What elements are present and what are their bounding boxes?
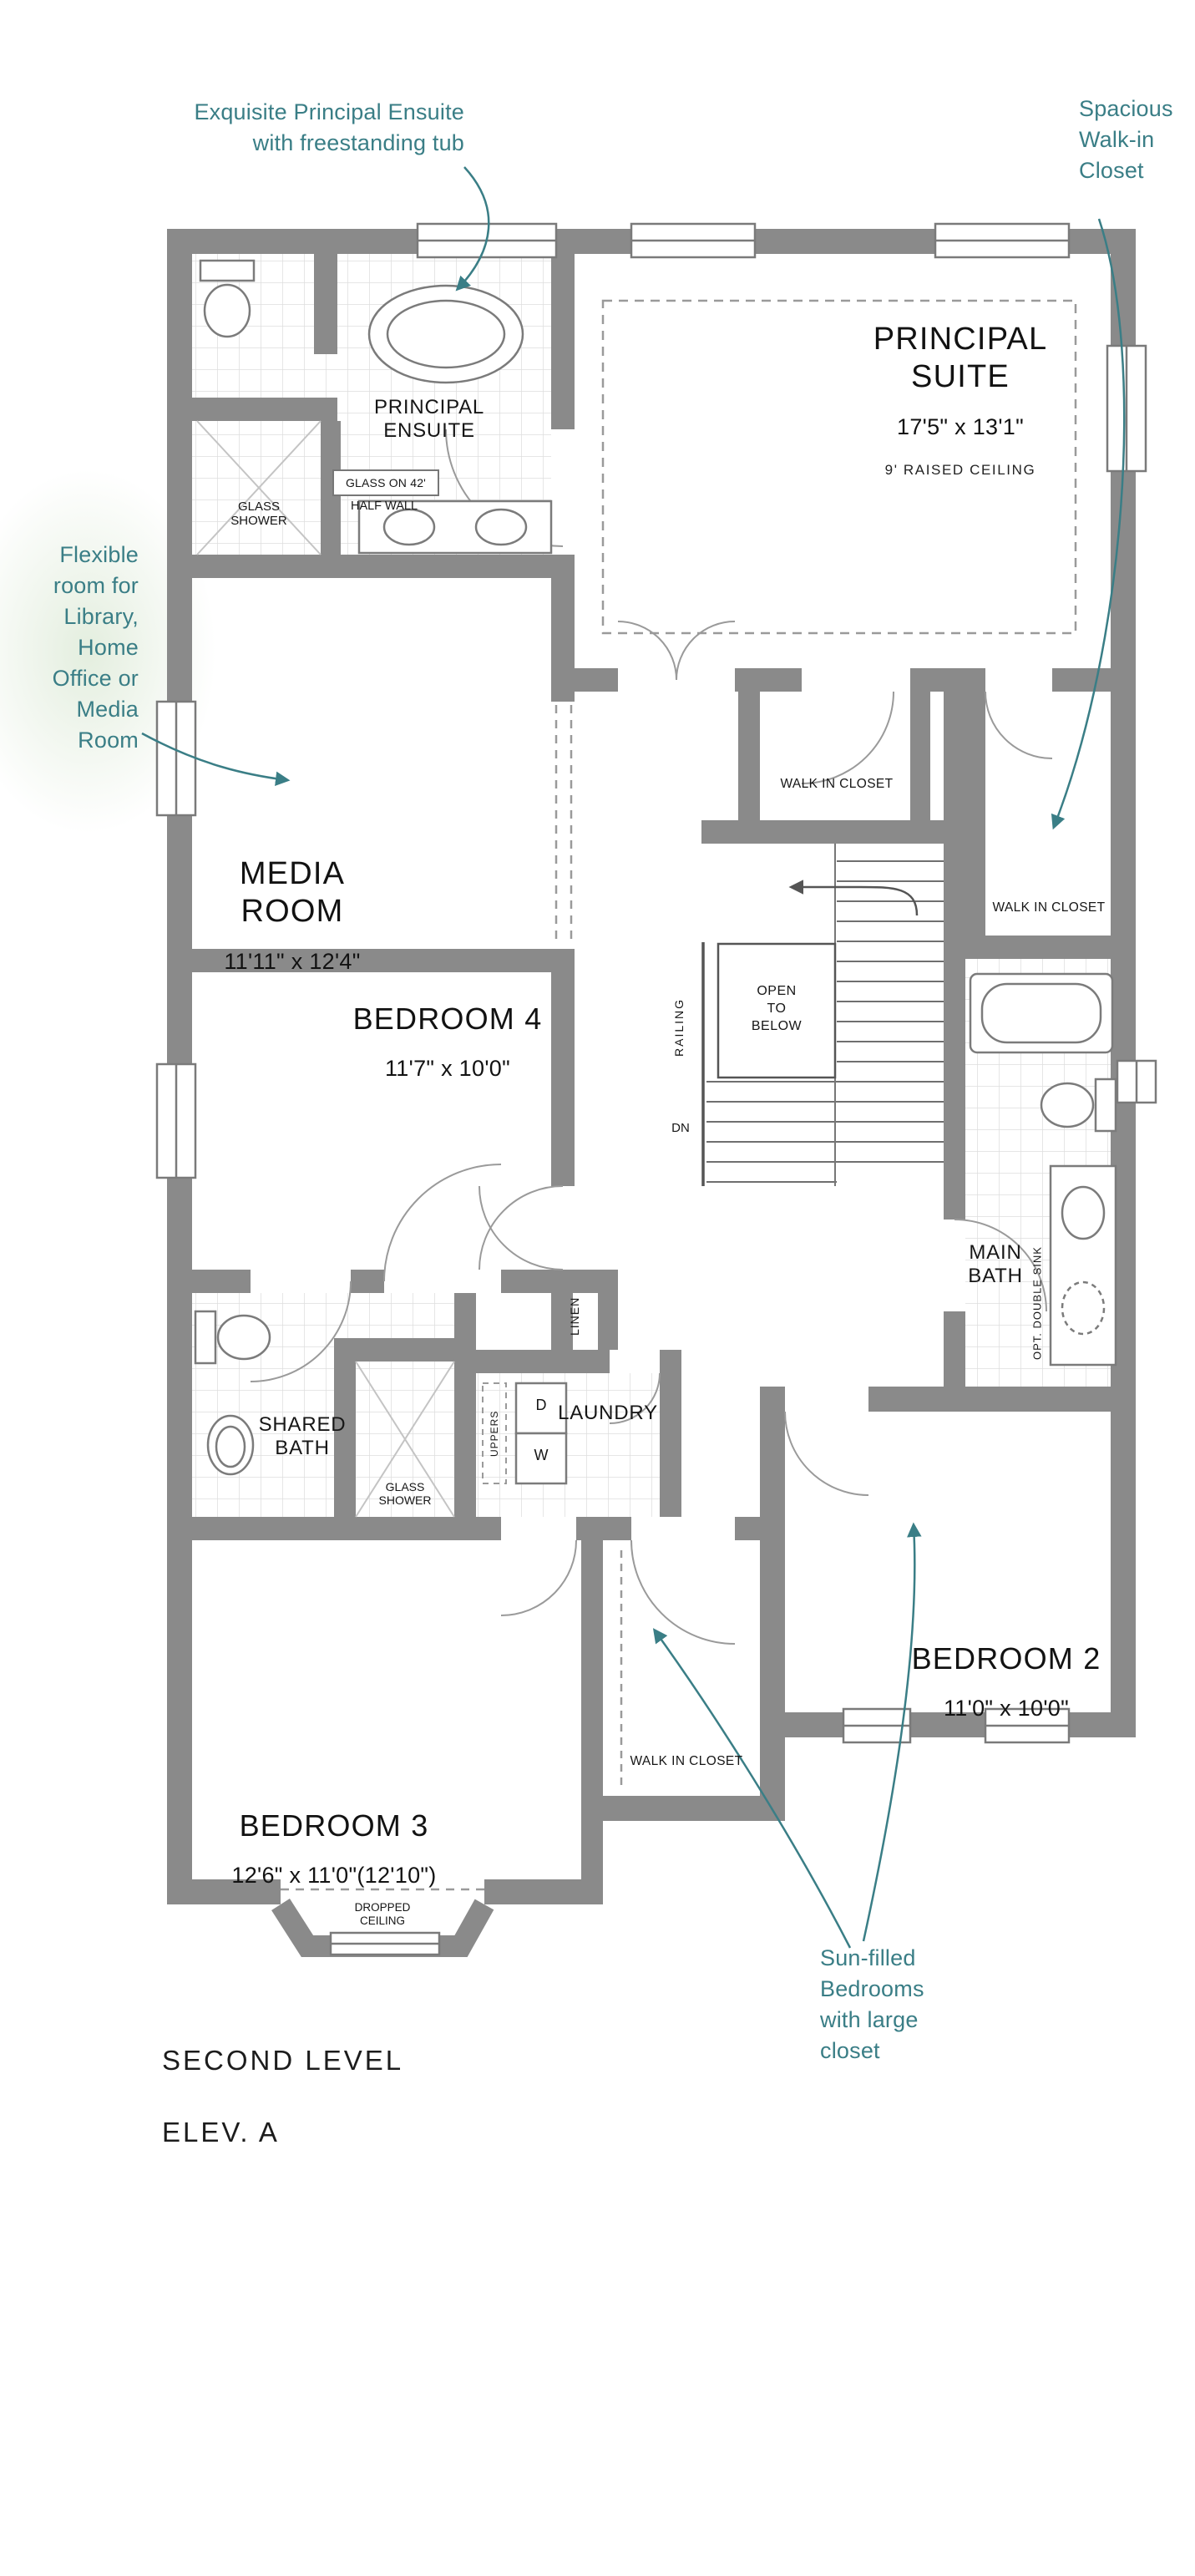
main-bath-label: MAIN BATH — [968, 1241, 1023, 1287]
toilet-icon — [194, 1310, 271, 1365]
bedroom-3-name: BEDROOM 3 — [239, 1808, 429, 1843]
washer-icon — [514, 1432, 568, 1485]
shared-bath-label: SHARED BATH — [258, 1413, 347, 1459]
double-vanity-icon — [357, 499, 553, 555]
arrow-to-ensuite-tub — [455, 166, 490, 292]
principal-suite-ceiling-note: 9' RAISED CEILING — [884, 462, 1036, 478]
bedroom-3-label: BEDROOM 3 12'6" x 11'0"(12'10") — [175, 1793, 493, 1904]
dashed-details — [281, 299, 1077, 1891]
glass-shower-label-ensuite: GLASS SHOWER — [230, 499, 287, 528]
dryer-icon — [514, 1382, 568, 1435]
fixtures — [194, 259, 1117, 1518]
principal-suite-label: PRINCIPAL SUITE 17'5" x 13'1" 9' RAISED … — [802, 306, 1119, 494]
media-room-optional-opening — [554, 705, 573, 946]
principal-suite-dims: 17'5" x 13'1" — [897, 414, 1024, 439]
annotation-sun-filled: Sun-filled Bedrooms with large closet — [820, 1945, 924, 2063]
main-bath-vanity-icon — [1049, 1164, 1117, 1367]
media-room-dims: 11'11" x 12'4" — [224, 949, 361, 974]
glass-half-wall-box: GLASS ON 42' — [332, 469, 439, 496]
walk-in-closet-label-3: WALK IN CLOSET — [630, 1754, 743, 1768]
stairs — [701, 842, 944, 1186]
arrow-to-media-room — [141, 732, 291, 786]
plan-title-line2: ELEV. A — [162, 2117, 280, 2148]
stair-direction-arrow — [788, 880, 919, 916]
annotation-ensuite: Exquisite Principal Ensuite with freesta… — [194, 99, 464, 155]
bedroom-2-label: BEDROOM 2 11'0" x 10'0" — [852, 1625, 1161, 1737]
raised-ceiling-outline — [601, 299, 1077, 635]
opt-double-sink-label: OPT. DOUBLE SINK — [1030, 1246, 1044, 1360]
laundry-label: LAUNDRY — [558, 1402, 658, 1424]
walk-in-closet-label-1: WALK IN CLOSET — [780, 777, 894, 791]
principal-ensuite-label: PRINCIPAL ENSUITE — [373, 396, 485, 442]
principal-suite-name: PRINCIPAL SUITE — [873, 322, 1048, 394]
dryer-label: D — [535, 1397, 547, 1413]
arrow-to-walk-in-closet — [1051, 218, 1126, 830]
open-to-below-label: OPEN TO BELOW — [751, 984, 803, 1033]
media-room-label: MEDIA ROOM 11'11" x 12'4" — [184, 840, 401, 990]
plan-title: SECOND LEVEL ELEV. A — [162, 2006, 580, 2150]
freestanding-tub-icon — [367, 284, 524, 384]
uppers-label: UPPERS — [489, 1410, 500, 1457]
washer-label: W — [534, 1447, 549, 1463]
annotation-walk-in-closet: Spacious Walk-in Closet — [1079, 96, 1173, 183]
down-label: DN — [671, 1121, 690, 1135]
pedestal-sink-icon — [206, 1414, 255, 1476]
bedroom-4-label: BEDROOM 4 11'7" x 10'0" — [297, 986, 598, 1097]
windows — [155, 222, 1157, 1956]
bedroom-4-name: BEDROOM 4 — [352, 1001, 543, 1036]
glass-shower-icon — [355, 1361, 455, 1518]
bedroom-3-dims: 12'6" x 11'0"(12'10") — [231, 1863, 437, 1888]
annotation-flexible-room: Flexible room for Library, Home Office o… — [52, 542, 139, 753]
glass-shower-label-shared: GLASS SHOWER — [378, 1480, 432, 1507]
toilet-icon — [199, 259, 256, 338]
bathtub-icon — [969, 972, 1114, 1054]
uppers-cabinet-outline — [482, 1382, 507, 1484]
media-room-name: MEDIA ROOM — [239, 856, 346, 929]
annotation-arrows — [141, 166, 1126, 1949]
glass-shower-icon — [196, 420, 322, 555]
arrow-to-bedroom-closet — [652, 1628, 852, 1949]
toilet-icon — [1040, 1078, 1117, 1133]
plan-title-line1: SECOND LEVEL — [162, 2045, 404, 2076]
railing-label: RAILING — [672, 998, 686, 1057]
dropped-ceiling-label: DROPPED CEILING — [354, 1901, 411, 1927]
bedroom-4-dims: 11'7" x 10'0" — [385, 1056, 510, 1081]
glass-half-wall-label: HALF WALL — [350, 499, 418, 513]
arrow-to-bedroom-2 — [862, 1522, 922, 1942]
bedroom-2-name: BEDROOM 2 — [911, 1641, 1101, 1676]
walk-in-closet-label-2: WALK IN CLOSET — [992, 900, 1106, 915]
linen-label: LINEN — [568, 1296, 581, 1336]
walls-layer — [167, 229, 1136, 1904]
open-to-below-box — [716, 942, 837, 1079]
bedroom-2-dims: 11'0" x 10'0" — [944, 1696, 1069, 1721]
